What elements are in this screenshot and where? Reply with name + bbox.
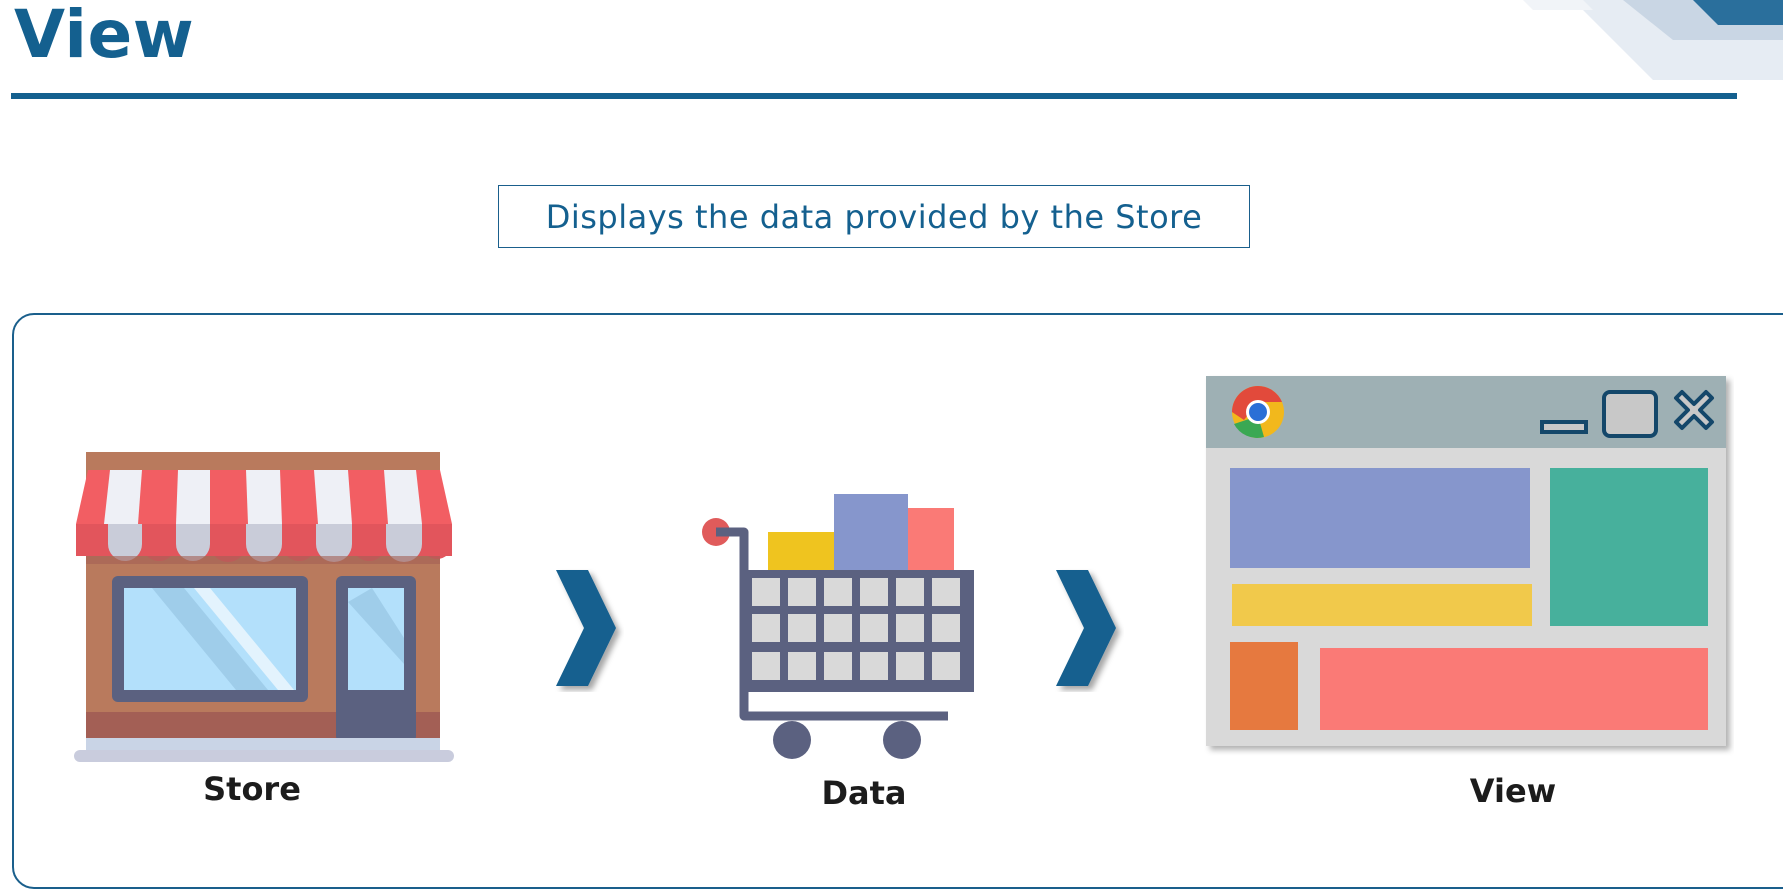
shopping-cart-icon — [702, 494, 974, 759]
store-icon — [74, 452, 454, 762]
corner-decoration — [1523, 0, 1783, 80]
page-title: View — [14, 0, 195, 73]
flow-panel — [12, 313, 1783, 889]
browser-logo-icon — [1232, 386, 1284, 438]
browser-window-icon — [1206, 376, 1726, 746]
chevron-right-icon — [1056, 570, 1116, 686]
view-label: View — [1469, 772, 1557, 810]
close-icon — [1674, 390, 1714, 430]
chevron-right-icon — [556, 570, 616, 686]
store-label: Store — [203, 770, 301, 808]
description-callout: Displays the data provided by the Store — [498, 185, 1250, 248]
title-underline — [11, 93, 1737, 99]
data-label: Data — [821, 774, 907, 812]
